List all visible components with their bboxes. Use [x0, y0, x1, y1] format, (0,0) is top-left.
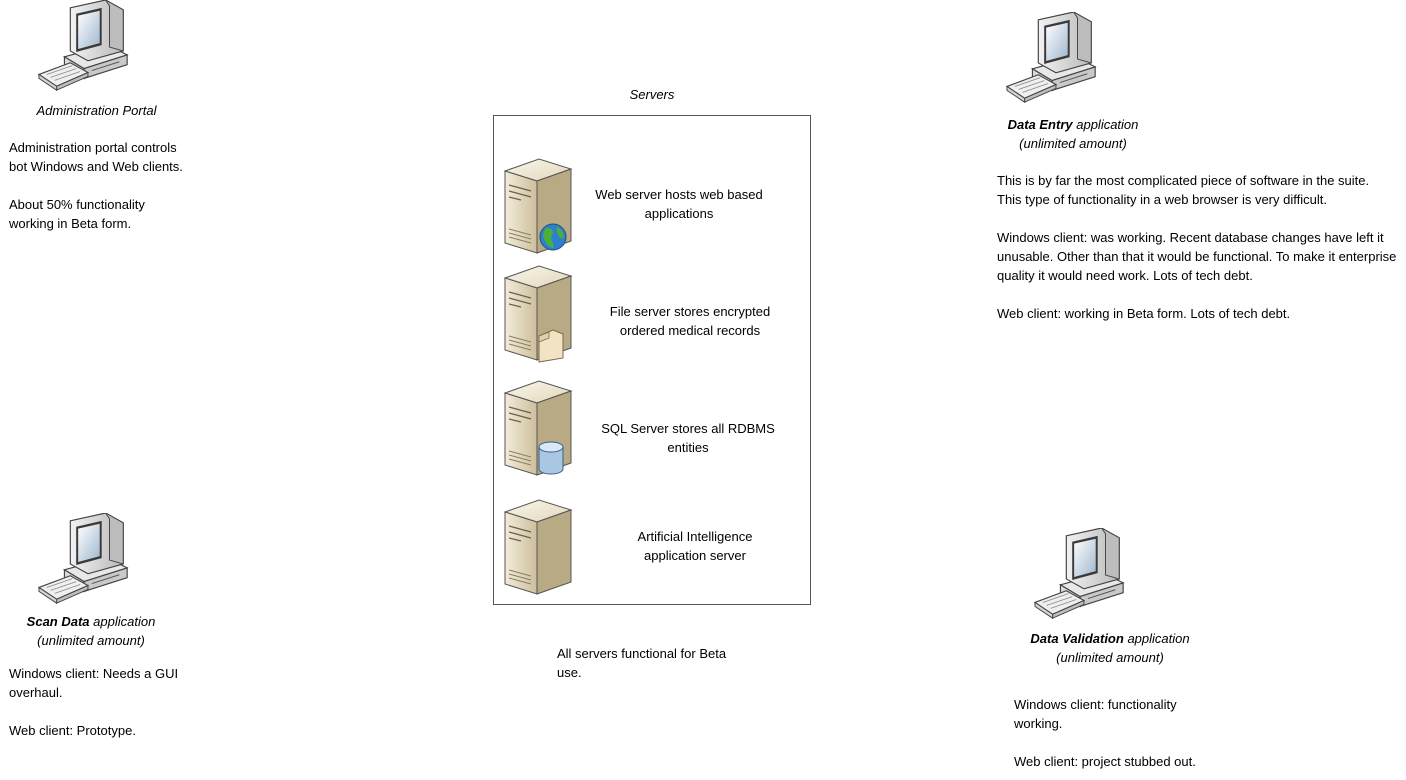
data-entry-title: Data Entry application: [968, 115, 1178, 134]
scan-data-suffix: application: [89, 614, 156, 629]
computer-icon: [1032, 528, 1132, 626]
data-entry-paragraph: Web client: working in Beta form. Lots o…: [997, 306, 1291, 321]
database-server-icon: [503, 377, 573, 477]
data-validation-paragraph: Windows client: functionality working.: [1014, 697, 1177, 731]
data-validation-paragraph: Web client: project stubbed out.: [1014, 754, 1196, 769]
data-validation-title: Data Validation application: [1000, 629, 1220, 648]
ai-server-label: Artificial Intelligence application serv…: [637, 529, 753, 563]
data-validation-description: Windows client: functionality working. W…: [1014, 695, 1214, 771]
data-validation-suffix: application: [1123, 631, 1190, 646]
scan-data-amount: (unlimited amount): [37, 633, 145, 648]
scan-data-paragraph: Windows client: Needs a GUI overhaul.: [9, 666, 179, 700]
servers-group: [493, 115, 811, 605]
data-entry-description: This is by far the most complicated piec…: [997, 171, 1397, 323]
data-entry-paragraph: This is by far the most complicated piec…: [997, 173, 1370, 207]
scan-data-title: Scan Data application: [0, 612, 182, 631]
data-entry-amount: (unlimited amount): [1019, 136, 1127, 151]
admin-paragraph: Administration portal controls bot Windo…: [9, 140, 183, 174]
servers-note: All servers functional for Beta use.: [557, 646, 727, 680]
computer-icon: [36, 0, 136, 98]
data-validation-name: Data Validation: [1030, 631, 1124, 646]
server-icon: [503, 496, 573, 596]
data-entry-name: Data Entry: [1007, 117, 1073, 132]
data-validation-amount: (unlimited amount): [1056, 650, 1164, 665]
computer-icon: [1004, 12, 1104, 110]
admin-portal-title: Administration Portal: [36, 103, 157, 118]
sql-server-label: SQL Server stores all RDBMS entities: [601, 421, 775, 455]
computer-icon: [36, 513, 136, 611]
scan-data-paragraph: Web client: Prototype.: [9, 723, 136, 738]
scan-data-name: Scan Data: [26, 614, 90, 629]
admin-portal-description: Administration portal controls bot Windo…: [9, 138, 189, 233]
web-server-icon: [503, 155, 573, 255]
file-server-icon: [503, 262, 573, 363]
web-server-label: Web server hosts web based applications: [595, 187, 763, 221]
file-server-label: File server stores encrypted ordered med…: [609, 304, 771, 338]
servers-title: Servers: [629, 87, 675, 102]
data-entry-suffix: application: [1072, 117, 1139, 132]
scan-data-description: Windows client: Needs a GUI overhaul. We…: [9, 664, 184, 740]
data-entry-paragraph: Windows client: was working. Recent data…: [997, 230, 1397, 283]
admin-paragraph: About 50% functionality working in Beta …: [9, 197, 145, 231]
